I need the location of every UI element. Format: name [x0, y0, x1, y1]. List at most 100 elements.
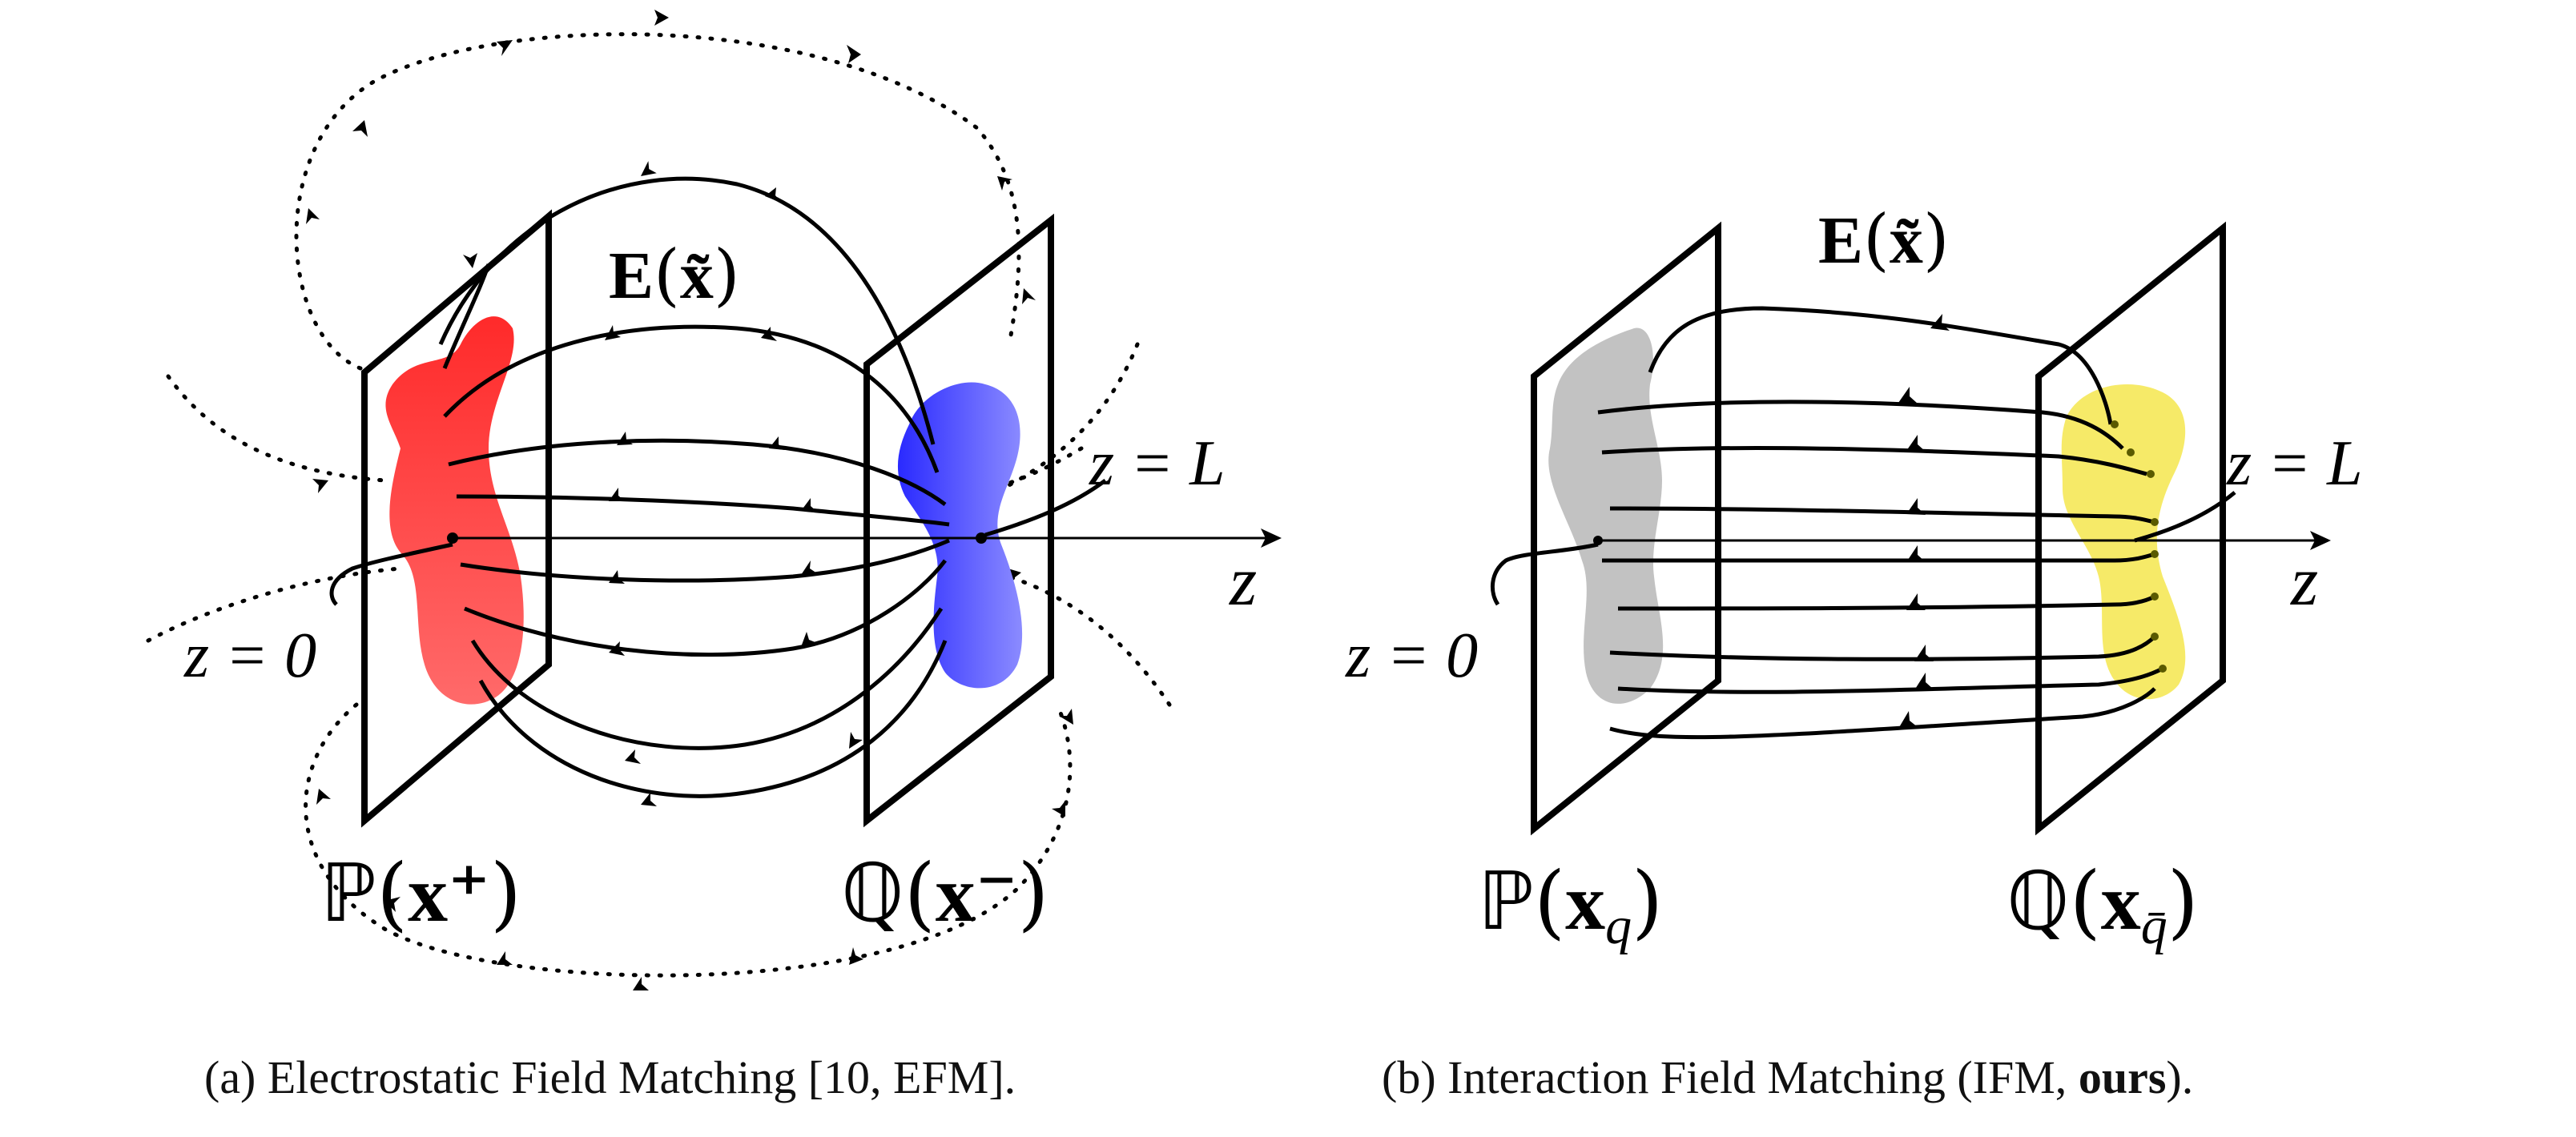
field-label: E(x̃) [1818, 200, 1950, 279]
field-line [443, 324, 940, 473]
dotted-line-left-upper [166, 374, 387, 483]
target-point [2151, 550, 2159, 558]
field-line [464, 559, 947, 657]
field-line [1609, 687, 2156, 740]
z-start-label: z = 0 [1345, 621, 1478, 691]
arrowhead [847, 45, 861, 63]
arrowhead [497, 40, 513, 56]
field-line [448, 438, 947, 507]
field-line [1602, 552, 2155, 563]
arrowhead [1930, 314, 1950, 331]
arrowhead [312, 479, 328, 493]
z-axis-arrowhead [1261, 528, 1282, 548]
source-label: ℙ(x⁺) [320, 846, 521, 940]
field-line [1609, 506, 2155, 524]
arrowhead [1906, 498, 1926, 515]
dotted-line-right-upper [943, 342, 1140, 515]
arrowhead [801, 560, 817, 575]
arrowhead [1906, 435, 1926, 452]
target-distribution-blob [897, 382, 1023, 689]
arrowhead [1022, 288, 1036, 304]
z-start-label: z = 0 [183, 621, 316, 691]
arrowhead [641, 793, 657, 806]
target-plate [863, 213, 1054, 828]
arrowhead [761, 327, 777, 341]
panel-a: E(x̃) z = L z z = 0 ℙ(x⁺) ℚ(x⁻) (a) Elec… [146, 10, 1282, 1103]
z-axis-label: z [1229, 543, 1257, 621]
target-point [2151, 593, 2159, 601]
arrowhead [1906, 545, 1926, 562]
target-point [2151, 633, 2159, 641]
source-distribution-blob [1548, 327, 1664, 704]
field-line [1601, 446, 2147, 476]
arrowhead [849, 947, 863, 965]
z0-leader [1490, 542, 1599, 606]
caption-b: (b) Interaction Field Matching (IFM, our… [1382, 1051, 2193, 1103]
arrowhead [1898, 711, 1918, 729]
arrowhead [609, 488, 625, 501]
origin-point [447, 532, 458, 544]
solid-field-lines [438, 161, 950, 806]
outer-dotted-field-lines [146, 10, 1172, 990]
field-line [1617, 666, 2164, 694]
origin-point [1593, 536, 1603, 545]
field-label: E(x̃) [609, 235, 740, 314]
end-point [976, 532, 987, 544]
field-line [1597, 400, 2124, 450]
arrowhead [352, 120, 368, 137]
arrowhead [654, 10, 669, 26]
arrowhead [625, 749, 641, 764]
arrowhead [801, 632, 817, 647]
dotted-loop-top [294, 32, 1021, 371]
zL-leader [2134, 491, 2236, 543]
target-point [2127, 448, 2135, 456]
field-line [442, 263, 491, 369]
z-axis-arrowhead [2310, 531, 2331, 550]
arrowhead [463, 253, 477, 268]
field-line [478, 640, 948, 798]
target-point [2159, 665, 2167, 673]
arrowhead [633, 977, 649, 990]
zL-leader [984, 478, 1107, 537]
z-end-label: z = L [2226, 428, 2363, 499]
arrowhead [617, 432, 633, 445]
arrowhead [1052, 801, 1065, 817]
z-end-label: z = L [1089, 428, 1226, 499]
target-points [2111, 420, 2167, 673]
source-label: ℙ(xq) [1478, 854, 1663, 955]
arrowhead [849, 732, 863, 749]
field-line [438, 176, 936, 445]
target-plate [2035, 221, 2226, 836]
target-point [2147, 470, 2155, 478]
panel-b: E(x̃) z = L z z = 0 ℙ(xq) ℚ(xq̄) (b) Int… [1345, 200, 2363, 1103]
caption-a: (a) Electrostatic Field Matching [10, EF… [204, 1051, 1016, 1103]
target-label: ℚ(xq̄) [2006, 854, 2199, 955]
arrowhead [1906, 593, 1926, 610]
arrowhead [497, 951, 513, 965]
target-label: ℚ(x⁻) [841, 846, 1049, 940]
arrowhead [1914, 673, 1934, 690]
field-line [1609, 635, 2156, 661]
field-line [470, 607, 944, 750]
arrowhead [609, 570, 625, 584]
arrowhead [1059, 709, 1073, 725]
arrowhead [384, 897, 400, 912]
arrowhead [316, 789, 331, 805]
z-axis-label: z [2290, 543, 2318, 621]
target-point [2111, 420, 2119, 428]
arrowhead [801, 498, 817, 512]
field-line [456, 494, 950, 527]
arrowhead [1898, 387, 1918, 404]
field-line [460, 538, 950, 583]
arrowhead [997, 176, 1012, 191]
dotted-loop-bottom [304, 702, 1073, 978]
field-line [1648, 306, 2113, 425]
arrowhead [609, 641, 625, 656]
arrowhead [765, 187, 781, 203]
target-point [2151, 518, 2159, 526]
z0-leader [329, 542, 453, 606]
dotted-line-left-lower [146, 566, 403, 643]
arrowhead [1914, 645, 1934, 661]
source-distribution-blob [385, 316, 524, 705]
